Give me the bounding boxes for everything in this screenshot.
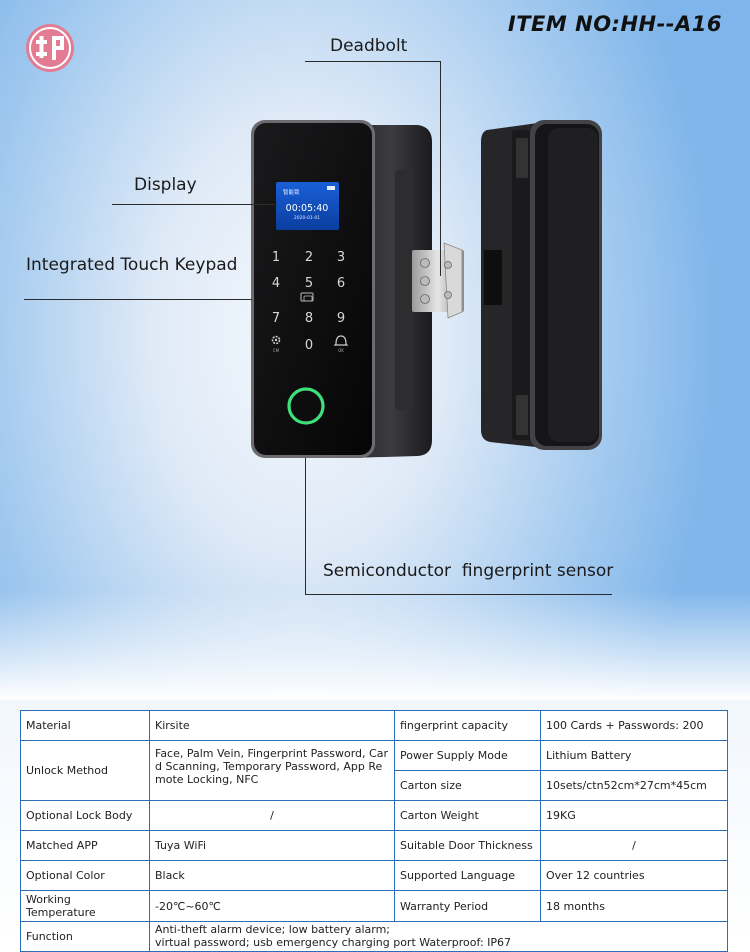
spec-value: Black	[149, 860, 395, 891]
key-8: 8	[305, 311, 313, 326]
function-line-1: Anti-theft alarm device; low battery ala…	[155, 923, 391, 936]
table-row: Material Kirsite fingerprint capacity 10…	[20, 710, 728, 741]
screen-date: 2020-01-01	[294, 215, 320, 221]
display-leader	[112, 204, 277, 205]
fingerprint-label: Semiconductor fingerprint sensor	[323, 561, 614, 581]
brand-logo-icon	[26, 24, 74, 72]
table-row: Matched APP Tuya WiFi Suitable Door Thic…	[20, 830, 728, 861]
spec-value: /	[540, 830, 728, 861]
spec-key: fingerprint capacity	[394, 710, 541, 741]
spec-key: Carton Weight	[394, 800, 541, 831]
table-row: Optional Lock Body / Carton Weight 19KG	[20, 800, 728, 831]
key-0: 0	[305, 338, 313, 353]
table-row: Carton size 10sets/ctn52cm*27cm*45cm	[21, 770, 728, 801]
fingerprint-sensor-icon	[287, 387, 325, 425]
function-line-2: virtual password; usb emergency charging…	[155, 936, 512, 949]
spec-key: Supported Language	[394, 860, 541, 891]
spec-value: Tuya WiFi	[149, 830, 395, 861]
product-hero	[0, 0, 750, 700]
table-row: Working Temperature -20℃~60℃ Warranty Pe…	[20, 890, 728, 922]
spec-key: Unlock Method	[20, 740, 150, 801]
keypad-leader	[24, 299, 252, 300]
spec-value: -20℃~60℃	[149, 890, 395, 922]
screen-time: 00:05:40	[286, 203, 329, 214]
deadbolt-label: Deadbolt	[330, 36, 408, 56]
spec-value: 19KG	[540, 800, 728, 831]
spec-value: Over 12 countries	[540, 860, 728, 891]
key-9: 9	[337, 311, 345, 326]
table-row: Function Anti-theft alarm device; low ba…	[20, 921, 728, 952]
deadbolt-leader-v	[440, 61, 441, 276]
svg-text:CM: CM	[273, 348, 280, 353]
display-label: Display	[134, 175, 197, 195]
spec-value: 10sets/ctn52cm*27cm*45cm	[540, 770, 728, 801]
keypad-label: Integrated Touch Keypad	[26, 255, 238, 275]
key-2: 2	[305, 250, 313, 265]
fingerprint-leader-v	[305, 458, 306, 595]
svg-text:OK: OK	[338, 348, 344, 353]
deadbolt-leader-h	[305, 61, 440, 62]
smart-lock-illustration: 智能锁 00:05:40 2020-01-01 1 2 3 4 5 6 7 8 …	[251, 120, 602, 458]
key-4: 4	[272, 276, 280, 291]
spec-key: Carton size	[394, 770, 541, 801]
hero-fade	[0, 590, 750, 700]
spec-value: Face, Palm Vein, Fingerprint Password, C…	[149, 740, 395, 801]
spec-key: Function	[20, 921, 150, 952]
spec-key: Matched APP	[20, 830, 150, 861]
spec-key: Power Supply Mode	[394, 740, 541, 771]
key-3: 3	[337, 250, 345, 265]
specification-table: Material Kirsite fingerprint capacity 10…	[20, 710, 728, 952]
item-number: ITEM NO:HH--A16	[507, 12, 722, 36]
key-6: 6	[337, 276, 345, 291]
table-row: Optional Color Black Supported Language …	[20, 860, 728, 891]
key-7: 7	[272, 311, 280, 326]
spec-key: Suitable Door Thickness	[394, 830, 541, 861]
table-row: Unlock Method Face, Palm Vein, Fingerpri…	[20, 740, 728, 801]
fingerprint-leader-h	[305, 594, 612, 595]
settings-icon	[271, 335, 281, 345]
spec-value: Kirsite	[149, 710, 395, 741]
spec-key: Optional Color	[20, 860, 150, 891]
spec-value: Anti-theft alarm device; low battery ala…	[149, 921, 728, 952]
spec-value: 18 months	[540, 890, 728, 922]
spec-key: Optional Lock Body	[20, 800, 150, 831]
svg-text:智能锁: 智能锁	[283, 188, 300, 196]
spec-value: /	[149, 800, 395, 831]
key-5: 5	[305, 276, 313, 291]
spec-key: Warranty Period	[394, 890, 541, 922]
spec-value: Lithium Battery	[540, 740, 728, 771]
spec-key: Working Temperature	[20, 890, 150, 922]
spec-value: 100 Cards + Passwords: 200	[540, 710, 728, 741]
spec-key: Material	[20, 710, 150, 741]
bell-icon	[333, 335, 349, 346]
key-1: 1	[272, 250, 280, 265]
